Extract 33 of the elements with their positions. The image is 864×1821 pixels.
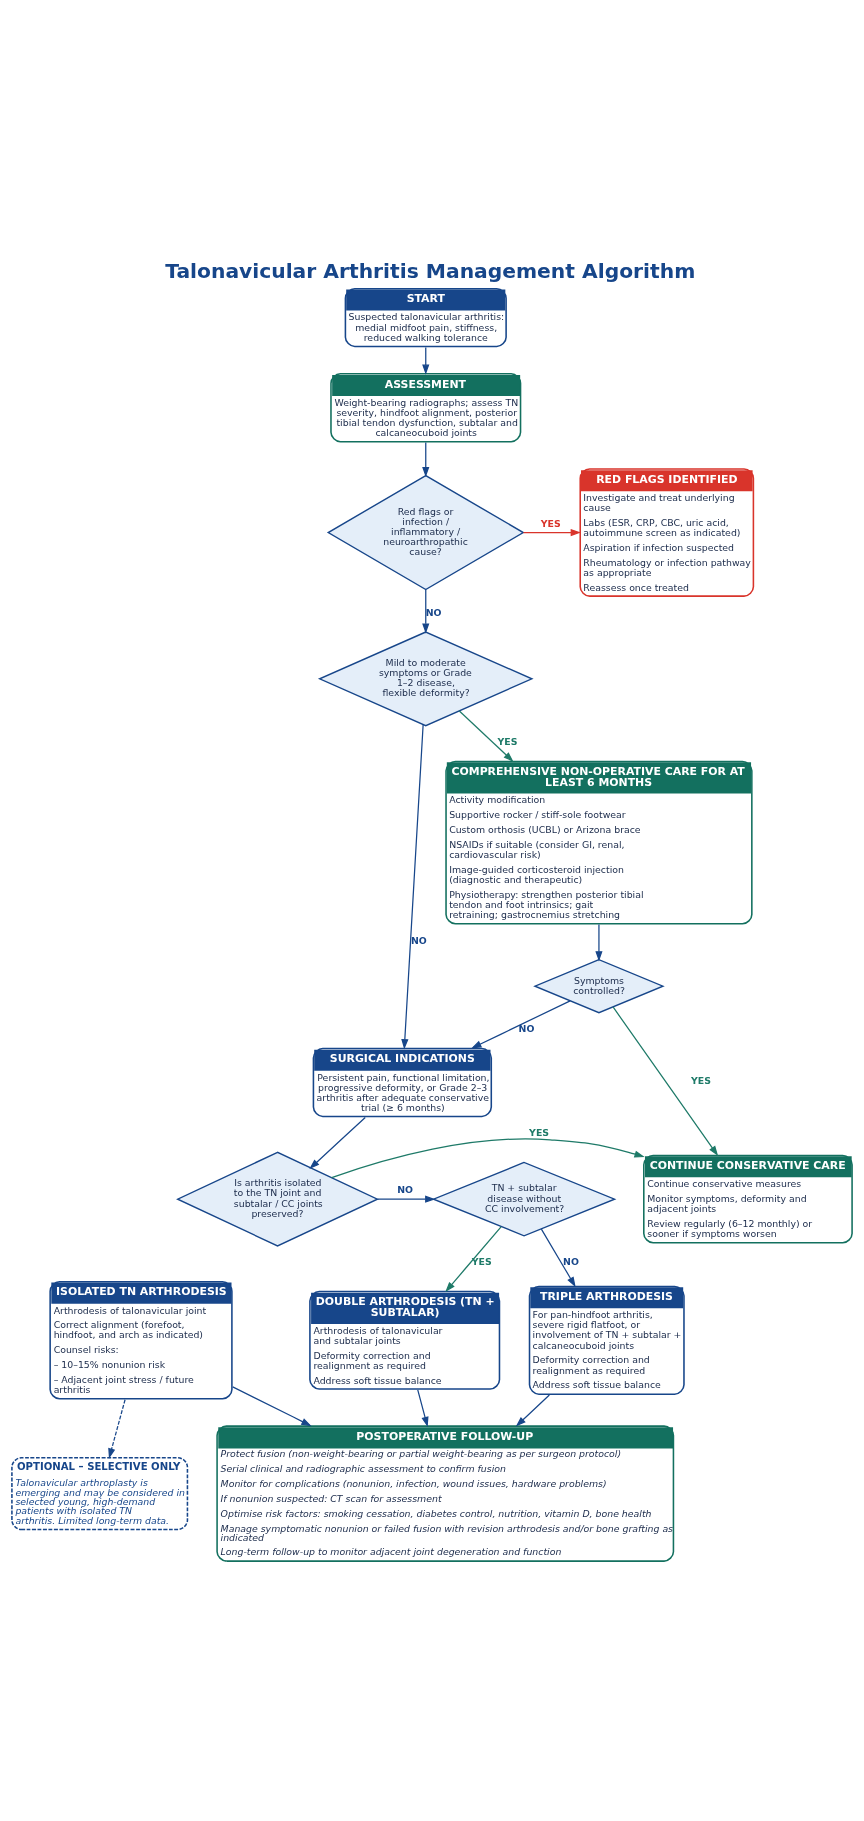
arrow (445, 1226, 502, 1293)
edge-label: YES (690, 1075, 711, 1087)
edge-label: YES (529, 1127, 550, 1139)
arrow (417, 1389, 429, 1428)
node-diamond: Mild to moderate symptoms or Grade 1–2 disease, flexible deformity? (317, 631, 534, 727)
arrow (422, 589, 430, 634)
edge-label: NO (410, 934, 427, 946)
edge-label: NO (518, 1022, 535, 1034)
arrow (458, 710, 514, 762)
edge-label: NO (425, 607, 442, 619)
arrow (471, 1000, 571, 1049)
arrow (232, 1386, 312, 1427)
arrow (108, 1399, 126, 1459)
arrow (540, 1228, 576, 1288)
node-diamond: Is arthritis isolated to the TN joint and subtalar / CC joints preserved? (176, 1151, 380, 1247)
edge-label: YES (497, 735, 518, 747)
node-diamond: Red flags or infection / inflammatory / neuroarthropathic cause? (326, 474, 525, 591)
edge-label: YES (540, 517, 561, 529)
edge-label: NO (397, 1184, 414, 1196)
arrow (595, 923, 603, 962)
node-diamond: Symptoms controlled? (533, 958, 665, 1014)
arrow (522, 528, 581, 537)
edge-label: NO (563, 1256, 579, 1268)
edge-label: YES (471, 1256, 492, 1268)
node-diamond: TN + subtalar disease without CC involvement? (431, 1161, 617, 1237)
arrow (309, 1116, 366, 1170)
arrow (331, 1138, 645, 1179)
arrow (612, 1006, 719, 1157)
arrow (401, 723, 424, 1050)
arrow (376, 1195, 436, 1203)
arrow (422, 441, 430, 478)
diagram-title: Talonavicular Arthritis Management Algorithm (165, 258, 696, 283)
arrow (515, 1394, 550, 1427)
